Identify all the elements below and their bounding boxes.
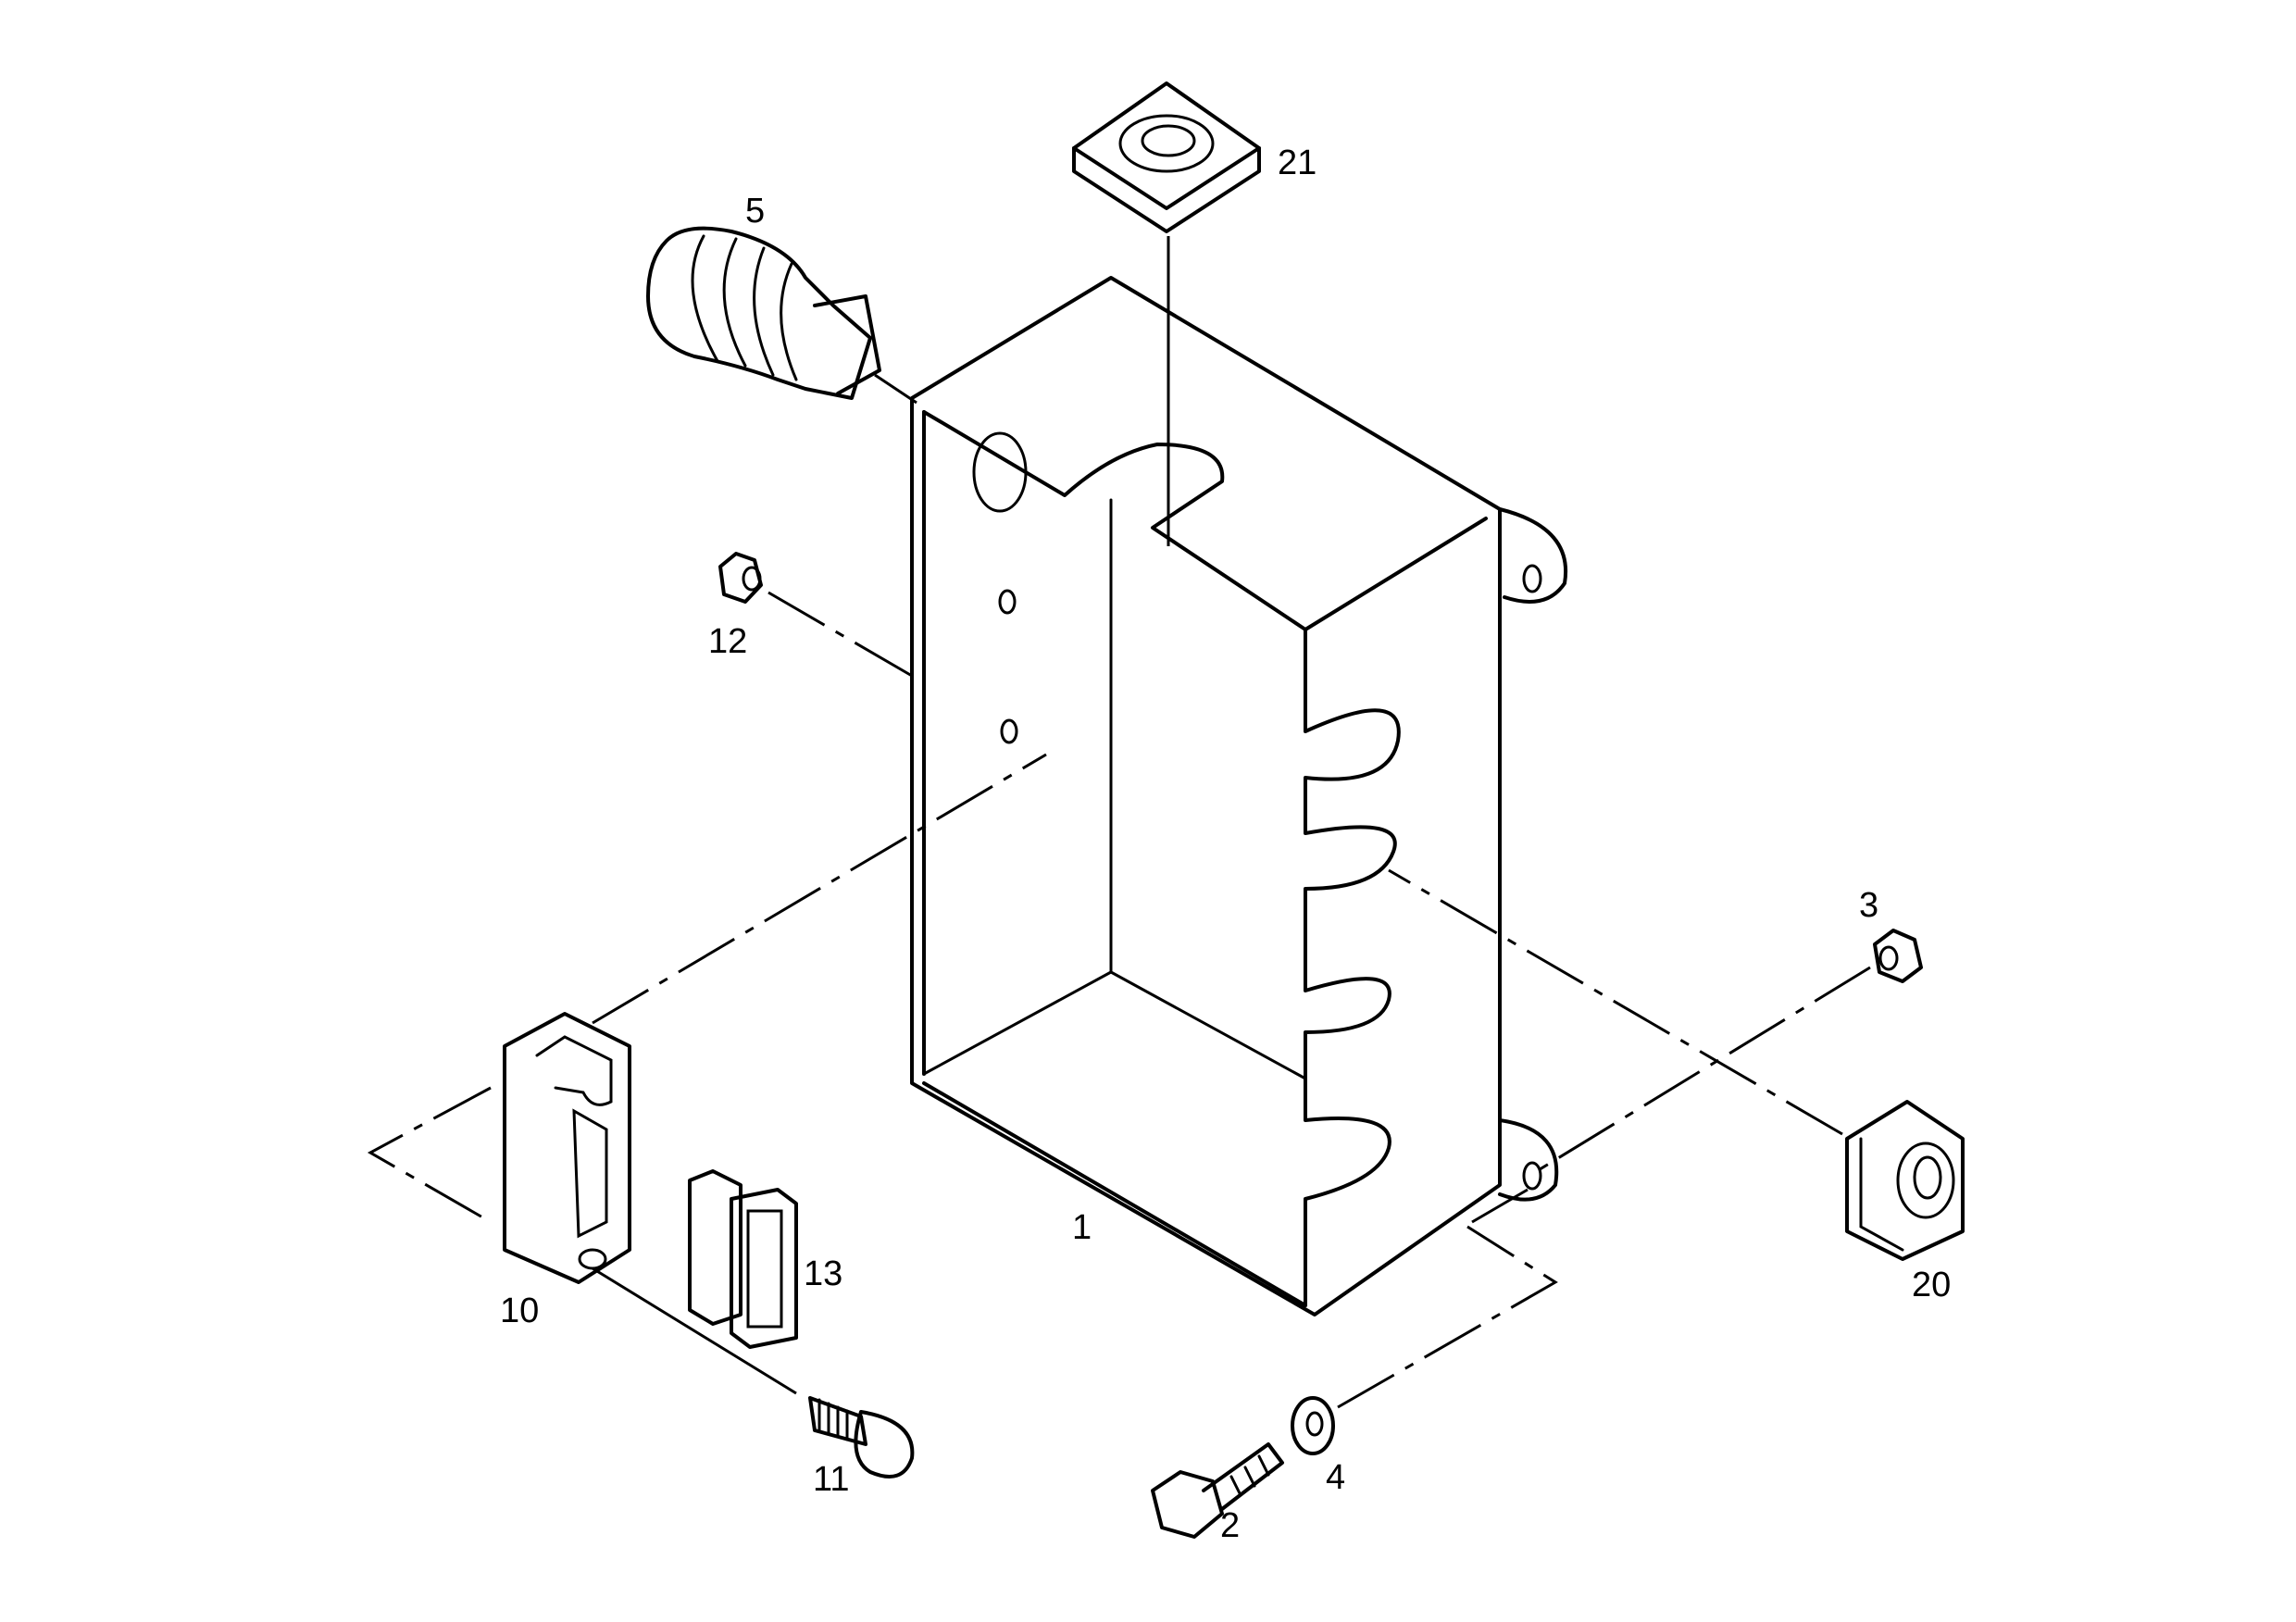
- part-labels: 1 2 3 4 5 10 11 12 13 20 21: [500, 143, 1951, 1545]
- label-part-5: 5: [745, 192, 765, 231]
- part-11-screw: [808, 1396, 915, 1479]
- label-part-2: 2: [1220, 1506, 1240, 1545]
- part-2-hex-bolt: [1151, 1442, 1284, 1539]
- part-13-fuse-clip: [688, 1169, 798, 1349]
- part-12-nut: [718, 552, 913, 678]
- label-part-4: 4: [1326, 1458, 1345, 1497]
- label-part-10: 10: [500, 1291, 539, 1330]
- label-part-3: 3: [1859, 886, 1878, 925]
- part-21-grommet: [1072, 81, 1261, 546]
- label-part-1: 1: [1072, 1208, 1092, 1247]
- part-1-housing-box: [910, 276, 1568, 1316]
- label-part-20: 20: [1912, 1266, 1951, 1304]
- part-4-washer: [1291, 1188, 1558, 1455]
- label-part-11: 11: [813, 1460, 849, 1499]
- part-20-grommet: [1388, 868, 1965, 1261]
- label-part-13: 13: [804, 1254, 842, 1293]
- label-part-21: 21: [1278, 143, 1316, 182]
- part-10-bracket: [367, 753, 1047, 1395]
- part-3-nut: [1536, 929, 1923, 1173]
- part-5-rubber-boot: [646, 226, 917, 405]
- label-part-12: 12: [708, 622, 747, 661]
